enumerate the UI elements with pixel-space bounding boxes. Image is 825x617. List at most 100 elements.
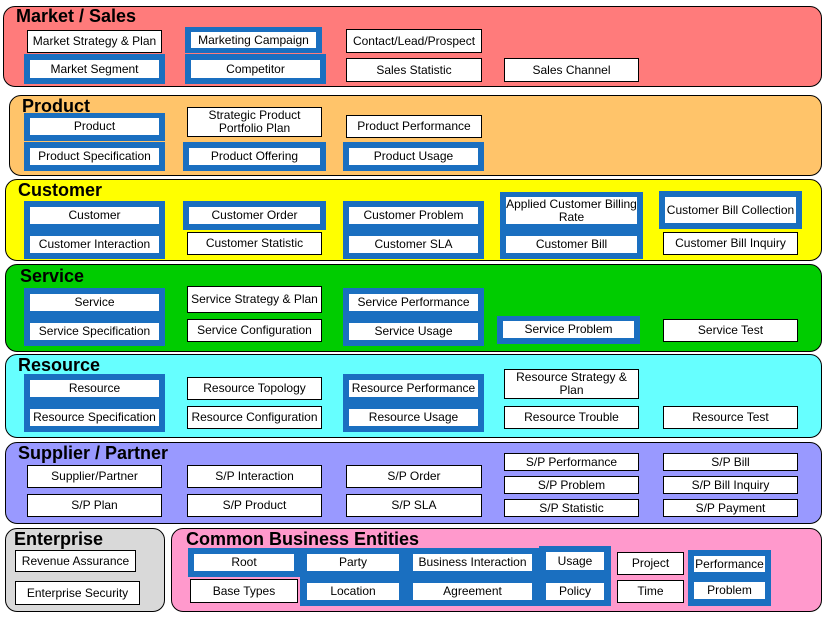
entity-sp-product[interactable]: S/P Product [187,494,322,517]
entity-sp-bill[interactable]: S/P Bill [663,453,798,471]
entity-supplier-partner[interactable]: Supplier/Partner [27,465,162,488]
supplier-partner-title: Supplier / Partner [18,443,169,463]
market-sales-title: Market / Sales [16,6,137,26]
entity-resource-specification[interactable]: Resource Specification [29,408,160,427]
entity-frame-party-location: Party Location [300,548,406,606]
entity-resource-performance[interactable]: Resource Performance [348,379,479,398]
entity-frame-resource-usage: Resource Usage [343,403,484,432]
entity-problem[interactable]: Problem [693,581,766,600]
entity-sp-interaction[interactable]: S/P Interaction [187,465,322,488]
product-title: Product [22,96,91,116]
entity-business-interaction[interactable]: Business Interaction [412,553,533,572]
entity-service[interactable]: Service [29,293,160,312]
entity-frame-service-usage: Service Usage [343,317,484,346]
entity-frame-marketing-campaign: Marketing Campaign [185,27,322,53]
entity-location[interactable]: Location [306,582,400,601]
entity-applied-customer-billing-rate[interactable]: Applied Customer Billing Rate [505,196,638,225]
entity-strategic-product-portfolio-plan[interactable]: Strategic Product Portfolio Plan [187,107,322,137]
entity-sales-channel[interactable]: Sales Channel [504,58,639,82]
enterprise-title: Enterprise [14,529,104,549]
entity-resource-strategy-plan[interactable]: Resource Strategy & Plan [504,369,639,399]
entity-enterprise-security[interactable]: Enterprise Security [15,581,140,605]
entity-service-problem[interactable]: Service Problem [502,320,635,339]
entity-frame-resource-performance: Resource Performance [343,374,484,403]
entity-service-performance[interactable]: Service Performance [348,293,479,312]
entity-contact-lead-prospect[interactable]: Contact/Lead/Prospect [346,29,482,53]
entity-frame-customer: Customer [24,201,165,230]
entity-frame-service: Service [24,288,165,317]
entity-customer-sla[interactable]: Customer SLA [348,235,479,254]
entity-resource-trouble[interactable]: Resource Trouble [504,406,639,429]
entity-customer-statistic[interactable]: Customer Statistic [187,232,322,255]
entity-sp-performance[interactable]: S/P Performance [504,453,639,471]
entity-frame-usage-policy: Usage Policy [539,546,611,606]
entity-service-specification[interactable]: Service Specification [29,322,160,341]
entity-customer-bill-inquiry[interactable]: Customer Bill Inquiry [663,232,798,255]
entity-frame-product-offering: Product Offering [183,142,326,171]
entity-product[interactable]: Product [29,117,160,136]
entity-frame-product-usage: Product Usage [343,142,484,171]
entity-product-performance[interactable]: Product Performance [346,115,482,138]
entity-sales-statistic[interactable]: Sales Statistic [346,58,482,82]
entity-product-offering[interactable]: Product Offering [188,147,321,166]
service-title: Service [20,266,85,286]
entity-frame-product: Product [24,113,165,141]
entity-sp-problem[interactable]: S/P Problem [504,476,639,494]
entity-frame-service-problem: Service Problem [497,316,640,344]
entity-market-strategy-plan[interactable]: Market Strategy & Plan [27,30,162,53]
entity-customer-interaction[interactable]: Customer Interaction [29,235,160,254]
entity-customer-bill[interactable]: Customer Bill [505,235,638,254]
entity-base-types[interactable]: Base Types [190,579,298,603]
entity-resource-test[interactable]: Resource Test [663,406,798,429]
entity-resource-configuration[interactable]: Resource Configuration [187,406,322,429]
entity-frame-market-segment: Market Segment [24,54,165,84]
entity-product-specification[interactable]: Product Specification [29,147,160,166]
entity-resource-topology[interactable]: Resource Topology [187,377,322,400]
entity-revenue-assurance[interactable]: Revenue Assurance [15,550,136,572]
entity-sp-order[interactable]: S/P Order [346,465,482,488]
resource-title: Resource [18,355,101,375]
entity-service-test[interactable]: Service Test [663,319,798,342]
entity-customer-problem[interactable]: Customer Problem [348,206,479,225]
entity-policy[interactable]: Policy [545,582,605,601]
entity-frame-service-performance: Service Performance [343,288,484,317]
entity-resource-usage[interactable]: Resource Usage [348,408,479,427]
entity-sp-plan[interactable]: S/P Plan [27,494,162,517]
entity-market-segment[interactable]: Market Segment [29,59,160,79]
entity-agreement[interactable]: Agreement [412,582,533,601]
entity-sp-payment[interactable]: S/P Payment [663,499,798,517]
entity-product-usage[interactable]: Product Usage [348,147,479,166]
entity-frame-customer-interaction: Customer Interaction [24,230,165,259]
entity-frame-performance-problem: Performance Problem [688,550,771,606]
entity-party[interactable]: Party [306,553,400,572]
entity-frame-root: Root [188,548,300,577]
entity-service-usage[interactable]: Service Usage [348,322,479,341]
entity-marketing-campaign[interactable]: Marketing Campaign [190,31,317,49]
entity-frame-customer-bill: Customer Bill [500,230,643,259]
entity-usage[interactable]: Usage [545,551,605,571]
entity-frame-product-specification: Product Specification [24,142,165,171]
entity-service-configuration[interactable]: Service Configuration [187,319,322,342]
entity-customer-order[interactable]: Customer Order [188,206,321,225]
entity-project[interactable]: Project [617,552,684,575]
entity-sp-statistic[interactable]: S/P Statistic [504,499,639,517]
entity-customer-bill-collection[interactable]: Customer Bill Collection [664,196,797,224]
entity-service-strategy-plan[interactable]: Service Strategy & Plan [187,286,322,313]
entity-frame-customer-bill-collection: Customer Bill Collection [659,191,802,229]
entity-frame-customer-problem: Customer Problem [343,201,484,230]
customer-title: Customer [18,180,103,200]
entity-resource[interactable]: Resource [29,379,160,398]
entity-frame-service-specification: Service Specification [24,317,165,346]
entity-frame-competitor: Competitor [185,54,326,84]
entity-frame-applied-customer-billing-rate: Applied Customer Billing Rate [500,192,643,230]
entity-frame-resource: Resource [24,374,165,403]
entity-root[interactable]: Root [193,553,295,572]
entity-sp-sla[interactable]: S/P SLA [346,494,482,517]
common-business-entities-title: Common Business Entities [186,529,420,549]
entity-performance[interactable]: Performance [693,555,766,573]
entity-customer[interactable]: Customer [29,206,160,225]
entity-competitor[interactable]: Competitor [190,59,321,79]
entity-frame-resource-specification: Resource Specification [24,403,165,432]
entity-time[interactable]: Time [617,580,684,603]
entity-sp-bill-inquiry[interactable]: S/P Bill Inquiry [663,476,798,494]
